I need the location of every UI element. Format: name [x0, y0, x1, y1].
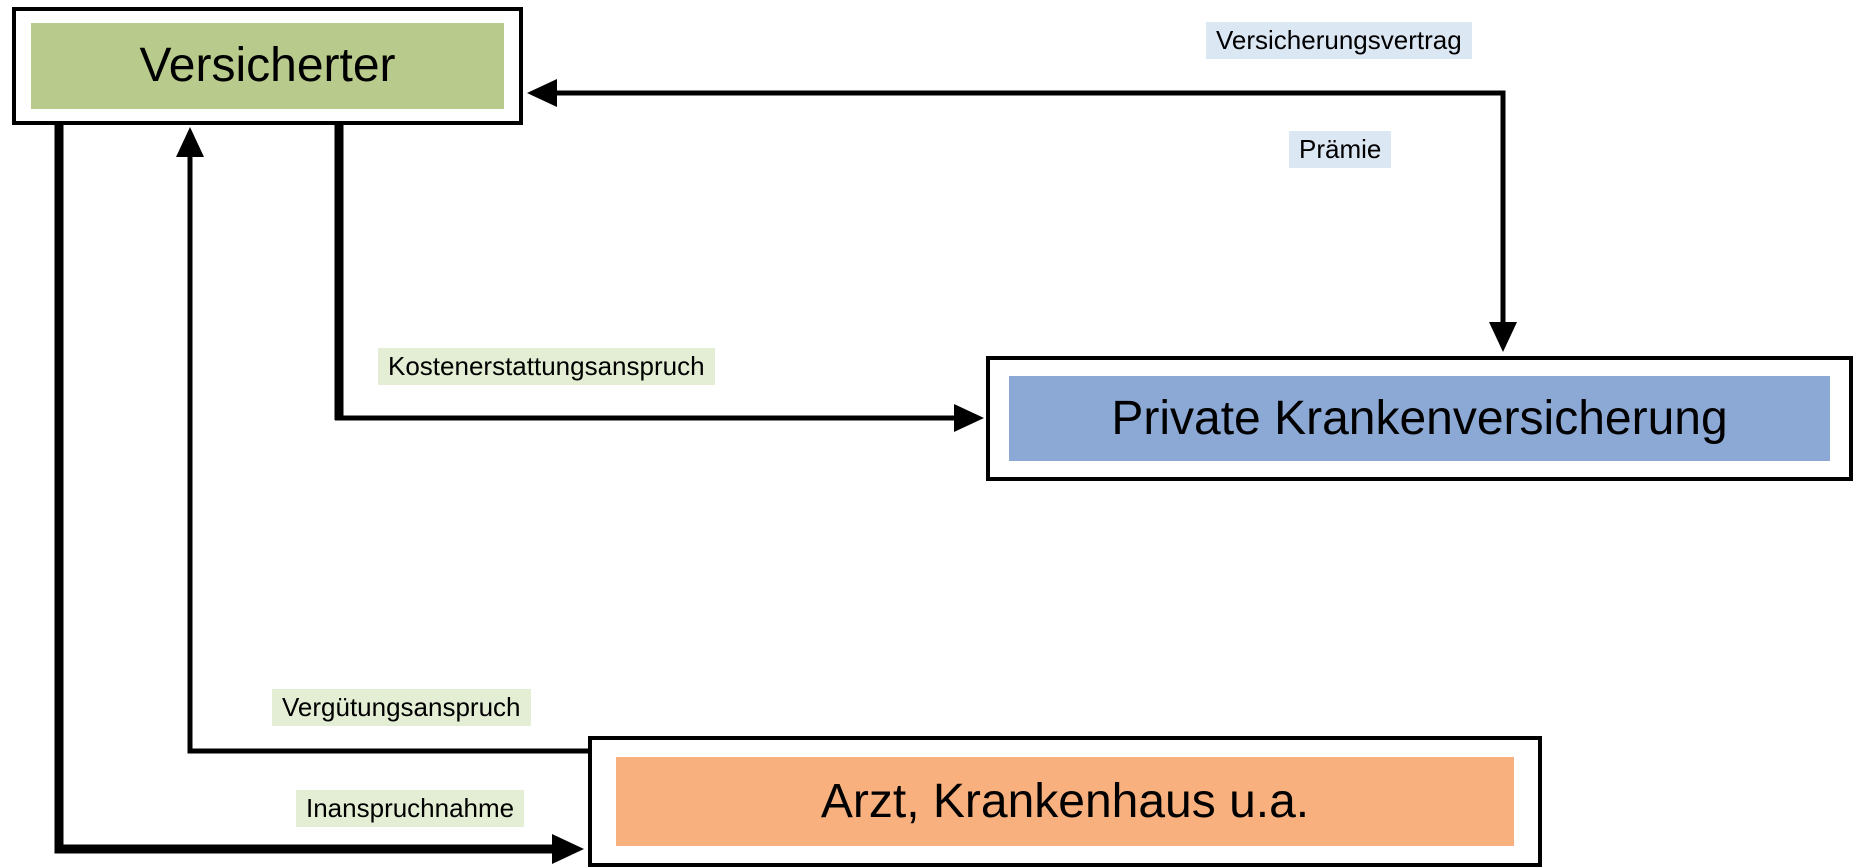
node-versicherter-fill: Versicherter	[31, 23, 504, 109]
arrowhead-into-pkv-left-icon	[954, 404, 984, 432]
edge-label-verguetungsanspruch: Vergütungsanspruch	[272, 689, 531, 727]
edge-label-versicherungsvertrag: Versicherungsvertrag	[1206, 22, 1472, 60]
node-versicherter-label: Versicherter	[139, 39, 396, 92]
node-arzt-krankenhaus: Arzt, Krankenhaus u.a.	[588, 736, 1542, 867]
node-versicherter: Versicherter	[12, 7, 523, 125]
edge-label-praemie: Prämie	[1289, 131, 1392, 169]
connector-versicherungsvertrag-line	[553, 90, 1506, 326]
connector-inanspruchnahme-line	[54, 123, 552, 854]
node-private-krankenversicherung-fill: Private Krankenversicherung	[1009, 376, 1830, 461]
connector-verguetungsanspruch-line	[187, 155, 588, 754]
connector-versicherungsvertrag-praemie	[527, 79, 1517, 352]
arrowhead-into-pkv-top-icon	[1489, 322, 1517, 352]
edge-label-inanspruchnahme: Inanspruchnahme	[296, 790, 525, 828]
arrowhead-into-versicherter-bottom-icon	[176, 127, 204, 157]
node-private-krankenversicherung-label: Private Krankenversicherung	[1111, 391, 1728, 445]
arrowhead-into-versicherter-icon	[527, 79, 557, 107]
node-arzt-krankenhaus-fill: Arzt, Krankenhaus u.a.	[616, 757, 1514, 846]
node-arzt-krankenhaus-label: Arzt, Krankenhaus u.a.	[820, 774, 1310, 828]
node-private-krankenversicherung: Private Krankenversicherung	[986, 356, 1853, 481]
connector-kostenerstattungsanspruch	[334, 123, 984, 432]
connector-inanspruchnahme	[54, 123, 584, 864]
connector-verguetungsanspruch	[176, 127, 588, 754]
edge-label-kostenerstattungsanspruch: Kostenerstattungsanspruch	[378, 348, 715, 386]
arrowhead-into-arzt-left-icon	[552, 834, 584, 864]
